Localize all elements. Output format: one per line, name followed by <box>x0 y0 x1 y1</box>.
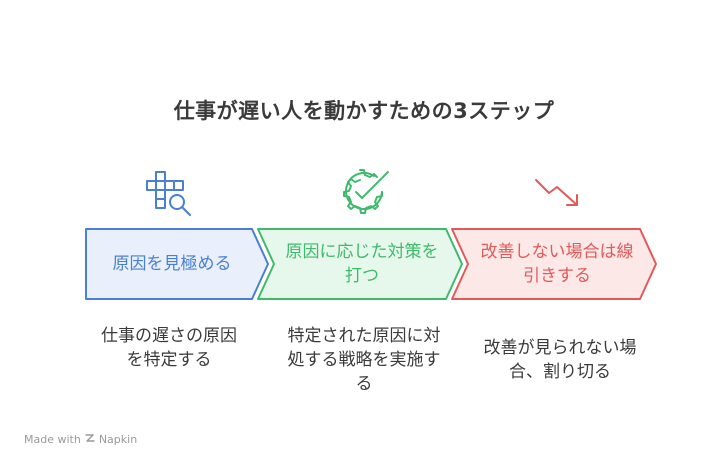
step-1-arrow: 原因を見極める <box>84 227 270 301</box>
step-2-arrow: 原因に応じた対策を打つ <box>256 227 464 301</box>
gear-check-icon <box>338 166 392 218</box>
grid-magnifier-icon <box>143 170 195 218</box>
step-1-description: 仕事の遅さの原因を特定する <box>101 326 237 370</box>
step-3-arrow: 改善しない場合は線引きする <box>450 227 658 301</box>
step-3-label: 改善しない場合は線引きする <box>480 242 634 286</box>
napkin-logo-icon <box>84 432 96 447</box>
step-3-description: 改善が見られない場合、割り切る <box>483 338 637 382</box>
footer-prefix: Made with <box>24 433 81 446</box>
step-2-description: 特定された原因に対処する戦略を実施する <box>287 326 441 394</box>
trend-down-icon <box>533 176 583 210</box>
footer-brand: Napkin <box>98 433 138 446</box>
footer-credit: Made with Napkin <box>24 432 137 447</box>
step-2-label: 原因に応じた対策を打つ <box>285 242 439 286</box>
diagram-title: 仕事が遅い人を動かすための3ステップ <box>173 99 555 123</box>
step-1-label: 原因を見極める <box>112 254 232 274</box>
